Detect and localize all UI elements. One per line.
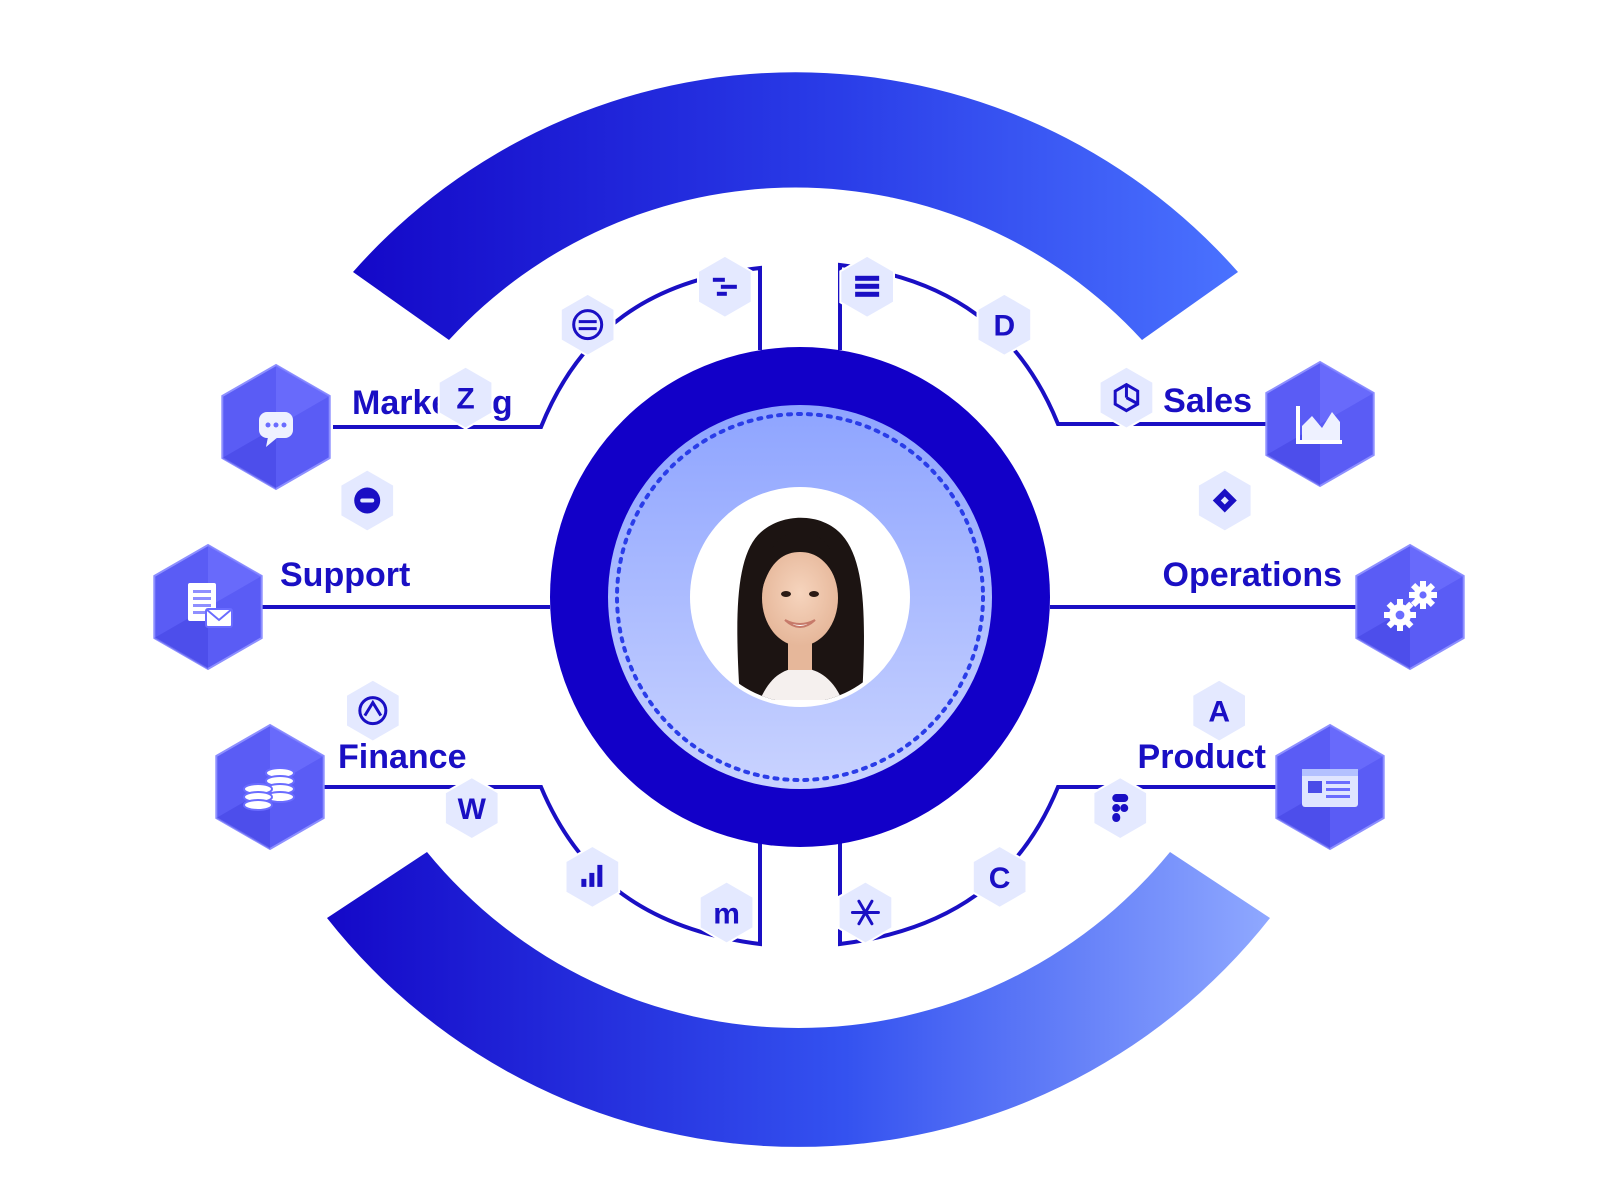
segment-icon <box>572 309 604 341</box>
document-mail-icon <box>188 583 233 628</box>
gantt-icon <box>712 277 737 296</box>
department-tile-finance[interactable] <box>215 723 325 851</box>
department-label-operations: Operations <box>1163 556 1342 594</box>
department-label-support: Support <box>280 556 410 594</box>
svg-text:D: D <box>993 310 1015 343</box>
svg-text:Z: Z <box>456 383 474 416</box>
top-integration-4[interactable] <box>839 254 895 319</box>
bottom-integration-7[interactable]: A <box>1191 678 1247 743</box>
area-chart-icon <box>1296 406 1342 444</box>
department-label-finance: Finance <box>338 738 466 776</box>
department-label-sales: Sales <box>1163 382 1252 420</box>
zendesk-icon: Z <box>456 383 474 416</box>
top-integration-5[interactable]: D <box>976 292 1033 357</box>
bottom-integration-icons: Wm C A <box>345 678 1247 945</box>
person-avatar-icon <box>737 517 864 700</box>
department-tile-support[interactable] <box>153 543 263 671</box>
chat-bubble-icon <box>259 412 293 447</box>
intercom-icon <box>354 487 381 514</box>
snowflake-icon <box>850 899 880 926</box>
adobe-icon: A <box>1208 696 1230 729</box>
cube-icon <box>1113 382 1140 413</box>
bottom-integration-3[interactable]: m <box>698 880 755 945</box>
table-icon <box>855 275 880 297</box>
mixmax-icon: m <box>713 897 740 930</box>
bottom-integration-4[interactable] <box>837 880 894 945</box>
department-tile-product[interactable] <box>1275 723 1385 851</box>
bottom-integration-5[interactable]: C <box>971 844 1028 910</box>
central-hub <box>550 347 1050 847</box>
gears-icon <box>1384 581 1437 631</box>
top-integration-0[interactable] <box>339 468 396 533</box>
top-integration-2[interactable] <box>559 292 616 357</box>
department-tile-operations[interactable] <box>1355 543 1465 671</box>
department-tile-marketing[interactable] <box>221 363 331 491</box>
top-integration-6[interactable] <box>1098 365 1155 430</box>
bottom-integration-6[interactable] <box>1092 775 1149 841</box>
top-integration-icons: ZD <box>339 254 1253 533</box>
svg-text:C: C <box>989 862 1011 895</box>
top-integration-3[interactable] <box>697 254 753 319</box>
coin-stack-icon <box>243 767 295 811</box>
department-tile-sales[interactable] <box>1265 360 1375 488</box>
svg-text:m: m <box>713 897 740 930</box>
bottom-integration-0[interactable] <box>345 678 401 743</box>
diamond-icon <box>1212 488 1237 513</box>
id-card-icon <box>1302 769 1358 807</box>
copyright-icon: C <box>989 862 1011 895</box>
department-hex-tiles <box>153 360 1465 851</box>
atom-icon <box>358 696 388 726</box>
bar-chart-icon <box>581 864 603 887</box>
webflow-icon: W <box>458 793 487 826</box>
svg-text:A: A <box>1208 696 1230 729</box>
top-integrations-band <box>353 72 1238 340</box>
bottom-integration-1[interactable]: W <box>443 775 500 841</box>
top-integration-7[interactable] <box>1196 468 1253 533</box>
figma-icon <box>1112 794 1129 823</box>
hub-dotted-ring <box>615 412 985 782</box>
department-label-product: Product <box>1138 738 1266 776</box>
department-labels: Marketing Support Finance Sales Operatio… <box>280 382 1342 776</box>
svg-text:W: W <box>458 793 487 826</box>
bottom-integrations-band <box>327 852 1270 1147</box>
d-logo-icon: D <box>993 310 1015 343</box>
bottom-integration-2[interactable] <box>564 844 621 910</box>
top-integration-1[interactable]: Z <box>437 365 494 430</box>
